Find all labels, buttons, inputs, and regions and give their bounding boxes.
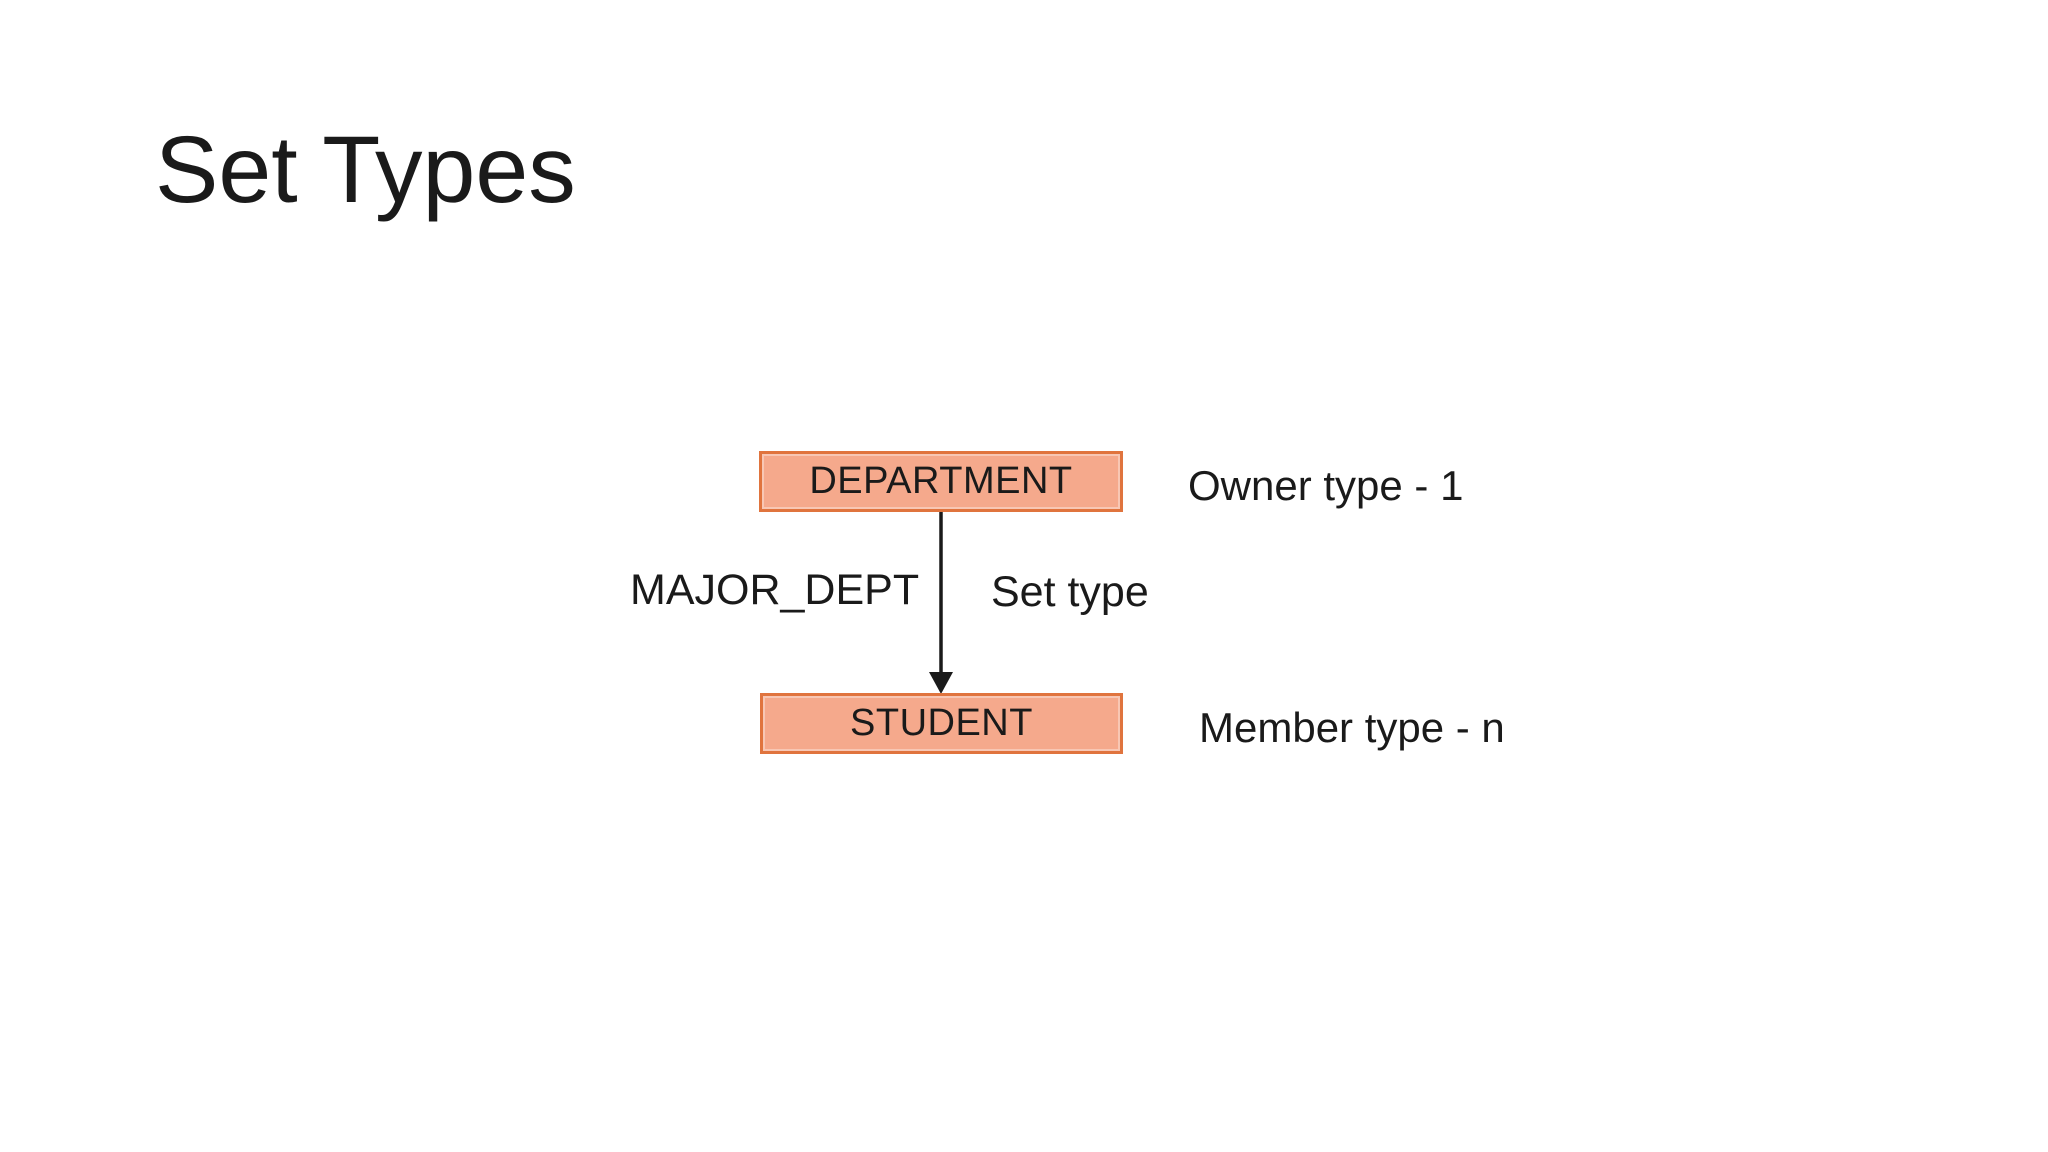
member-type-annotation: Member type - n	[1199, 704, 1505, 751]
owner-entity-box: DEPARTMENT	[759, 451, 1123, 512]
set-name-label: MAJOR_DEPT	[630, 566, 920, 614]
owner-entity-label: DEPARTMENT	[809, 460, 1073, 502]
member-entity-box: STUDENT	[760, 693, 1123, 754]
arrowhead-down-icon	[929, 672, 953, 694]
set-type-arrow	[929, 512, 953, 694]
owner-type-annotation: Owner type - 1	[1188, 462, 1464, 509]
page-title: Set Types	[155, 117, 576, 223]
set-type-label: Set type	[991, 568, 1149, 616]
member-entity-label: STUDENT	[850, 702, 1033, 744]
